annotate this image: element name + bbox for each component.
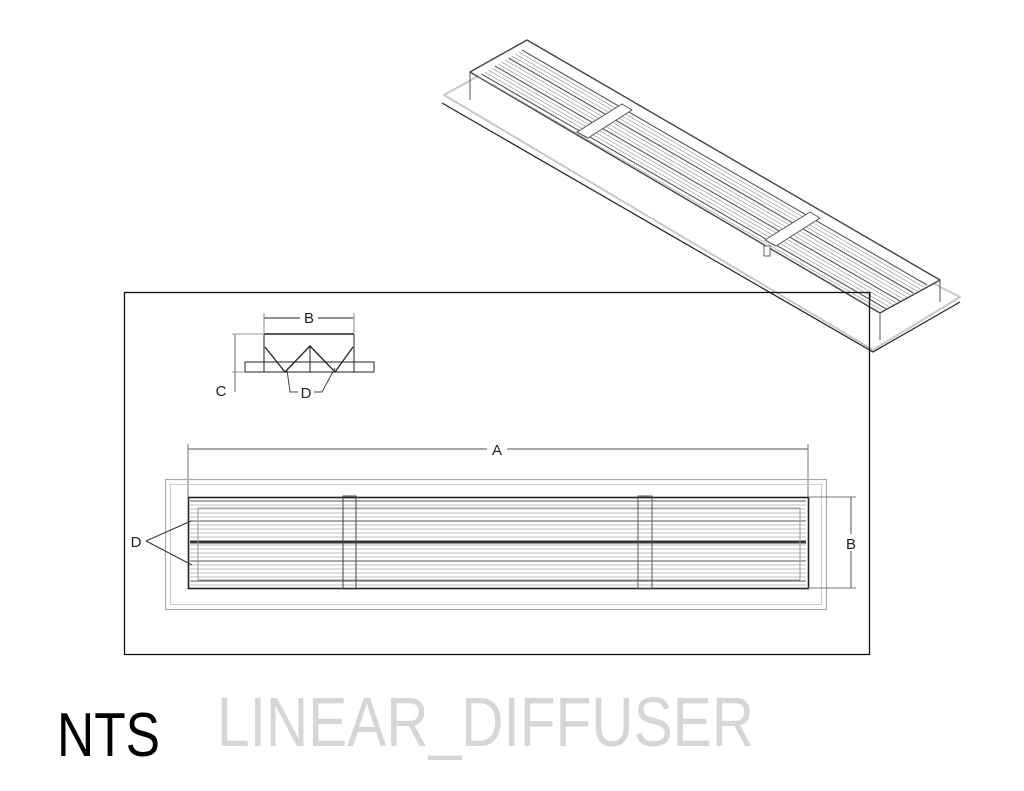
section-blades (264, 345, 354, 374)
label-bg (842, 534, 860, 551)
iso-blade-line (498, 63, 904, 300)
label-bg (300, 309, 318, 325)
iso-blade-line (511, 55, 918, 292)
iso-clip (763, 245, 771, 257)
detail-frame (123, 291, 871, 656)
section-dim-b-label: B (304, 310, 314, 327)
iso-blades (477, 49, 928, 312)
iso-blade-line (477, 75, 884, 312)
iso-blade-line (501, 61, 907, 298)
iso-blade-line (518, 51, 924, 288)
section-dim-d-label: D (301, 385, 312, 402)
section-dim-c-label: C (216, 383, 227, 400)
iso-blade-line (521, 49, 928, 286)
plan-view: A B D (131, 440, 860, 611)
plan-inner-flange (170, 484, 822, 605)
iso-flange-edge (441, 102, 961, 353)
section-d-leader (314, 367, 336, 393)
plan-dim-b-label: B (846, 536, 856, 553)
plan-blades (190, 500, 806, 586)
plan-crossbar (637, 495, 653, 590)
iso-blade-line (508, 57, 914, 294)
iso-blade-line (484, 71, 890, 308)
iso-blade-line (487, 69, 894, 306)
label-bg (487, 440, 507, 457)
isometric-view (441, 39, 961, 353)
scale-note: NTS (57, 701, 160, 770)
iso-blade-line (504, 59, 911, 296)
iso-crossbar (576, 103, 633, 139)
plan-dim-a-label: A (492, 442, 502, 459)
plan-d-leader (145, 520, 192, 542)
iso-blade-line (515, 53, 921, 290)
iso-blade-line (491, 67, 897, 304)
iso-blade-line (481, 73, 887, 310)
section-view: B C D (216, 309, 375, 402)
plan-crossbar (342, 495, 357, 590)
plan-d-leader (145, 540, 193, 566)
plan-dim-d-label: D (131, 534, 142, 551)
plan-outer-flange (164, 478, 828, 611)
section-d-leader (286, 369, 298, 393)
iso-crossbar (764, 211, 821, 247)
iso-blade-line (494, 65, 901, 302)
drawing-title: LINEAR_DIFFUSER (217, 683, 754, 761)
